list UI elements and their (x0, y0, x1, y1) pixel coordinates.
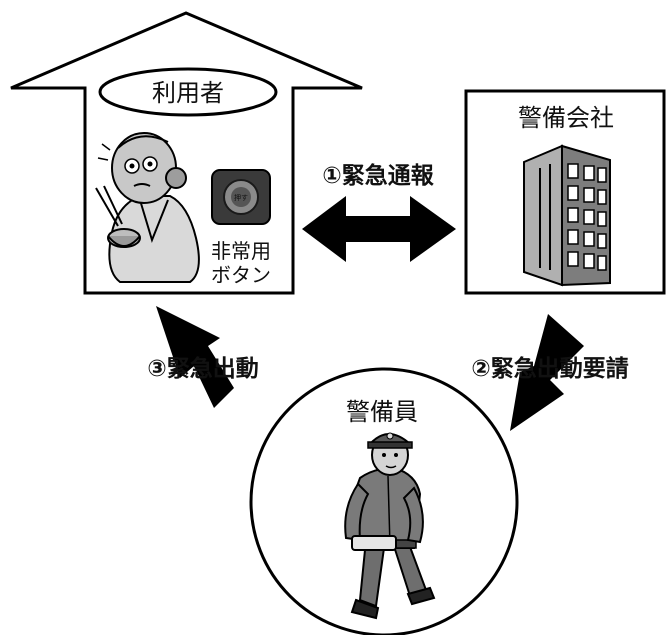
user-label: 利用者 (152, 79, 224, 107)
user-label-oval (98, 67, 278, 117)
bidirectional-arrow (302, 196, 456, 262)
button-label-line1: 非常用 (211, 239, 271, 263)
arrow-company-to-guard (510, 314, 584, 431)
elderly-woman-illustration (95, 132, 200, 283)
button-label-line2: ボタン (211, 263, 271, 287)
step1-label: ①緊急通報 (322, 162, 434, 189)
house-outline (10, 11, 363, 295)
step3-label: ③緊急出動 (147, 355, 258, 382)
arrow-guard-to-user (156, 306, 234, 408)
office-building-illustration (523, 144, 611, 287)
button-face-text: 押す (234, 193, 248, 202)
step2-label: ②緊急出動要請 (471, 355, 628, 382)
emergency-button-illustration: 押す (211, 169, 271, 225)
security-guard-illustration (344, 432, 436, 620)
guard-label: 警備員 (346, 398, 418, 426)
company-label: 警備会社 (518, 104, 614, 132)
